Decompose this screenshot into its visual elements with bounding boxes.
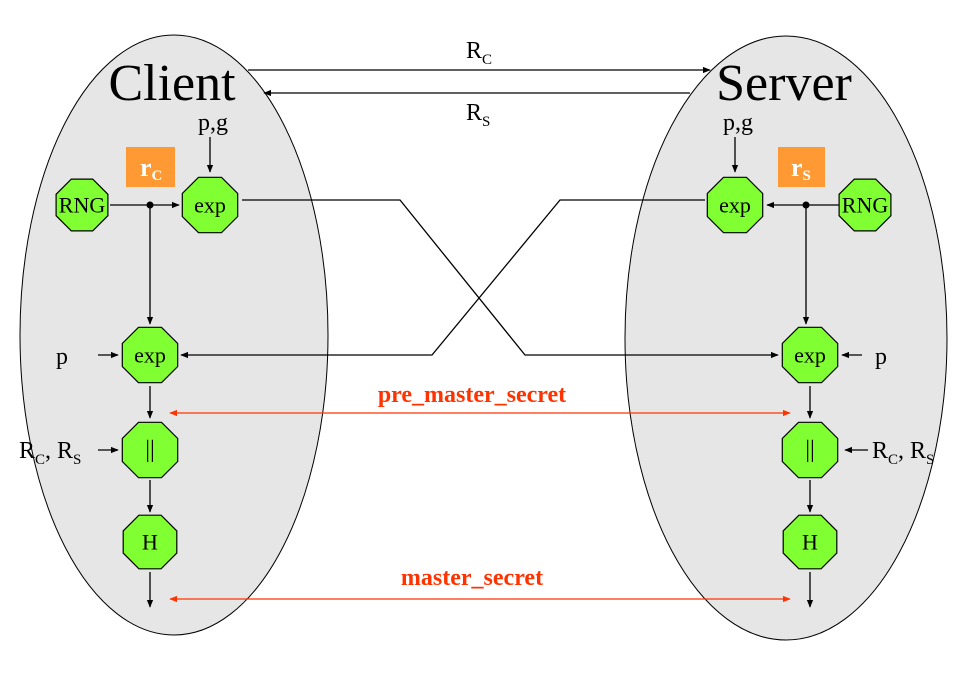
octagon-shape bbox=[781, 326, 839, 384]
svg-text:rS: rS bbox=[791, 153, 811, 184]
client-pg-label: p,g bbox=[198, 110, 228, 136]
server-exp1-node: exp bbox=[706, 176, 764, 234]
server-concat-node: || bbox=[781, 421, 839, 479]
server-title: Server bbox=[716, 55, 852, 112]
client-title: Client bbox=[108, 55, 236, 112]
client-exp2-node: exp bbox=[121, 326, 179, 384]
octagon-shape bbox=[55, 178, 109, 232]
server-hash-node: H bbox=[782, 514, 838, 570]
svg-text:H: H bbox=[142, 530, 158, 555]
server-exp2-node: exp bbox=[781, 326, 839, 384]
octagon-shape bbox=[781, 421, 839, 479]
client-p-label: p bbox=[56, 344, 68, 370]
svg-text:RNG: RNG bbox=[59, 193, 106, 218]
client-secret-box: rC bbox=[126, 147, 175, 187]
master-secret-label: master_secret bbox=[401, 565, 543, 591]
client-rand-label: RC, RS bbox=[19, 438, 81, 468]
svg-text:exp: exp bbox=[134, 343, 166, 368]
pre-master-secret-label: pre_master_secret bbox=[378, 382, 566, 408]
server-pg-label: p,g bbox=[723, 110, 753, 136]
svg-text:exp: exp bbox=[719, 193, 751, 218]
svg-text:H: H bbox=[802, 530, 818, 555]
octagon-shape bbox=[838, 178, 892, 232]
server-public-to-client-line bbox=[180, 199, 705, 359]
client-concat-node: || bbox=[121, 421, 179, 479]
octagon-shape bbox=[181, 176, 239, 234]
server-rng-node: RNG bbox=[838, 178, 892, 232]
client-hash-node: H bbox=[122, 514, 178, 570]
client-rng-node: RNG bbox=[55, 178, 109, 232]
svg-text:||: || bbox=[805, 437, 815, 463]
svg-text:exp: exp bbox=[194, 193, 226, 218]
server-p-label: p bbox=[875, 344, 887, 370]
svg-text:||: || bbox=[145, 437, 155, 463]
server-secret-box: rS bbox=[778, 147, 825, 187]
octagon-shape bbox=[121, 421, 179, 479]
svg-text:rC: rC bbox=[140, 153, 162, 184]
client-public-to-server-line bbox=[242, 199, 779, 359]
svg-text:RNG: RNG bbox=[842, 193, 889, 218]
octagon-shape bbox=[122, 514, 178, 570]
rs-message-label: RS bbox=[466, 100, 490, 130]
rc-message-label: RC bbox=[466, 38, 492, 68]
octagon-shape bbox=[121, 326, 179, 384]
svg-text:exp: exp bbox=[794, 343, 826, 368]
server-rand-label: RC, RS bbox=[872, 438, 934, 468]
client-exp1-node: exp bbox=[181, 176, 239, 234]
octagon-shape bbox=[706, 176, 764, 234]
octagon-shape bbox=[782, 514, 838, 570]
